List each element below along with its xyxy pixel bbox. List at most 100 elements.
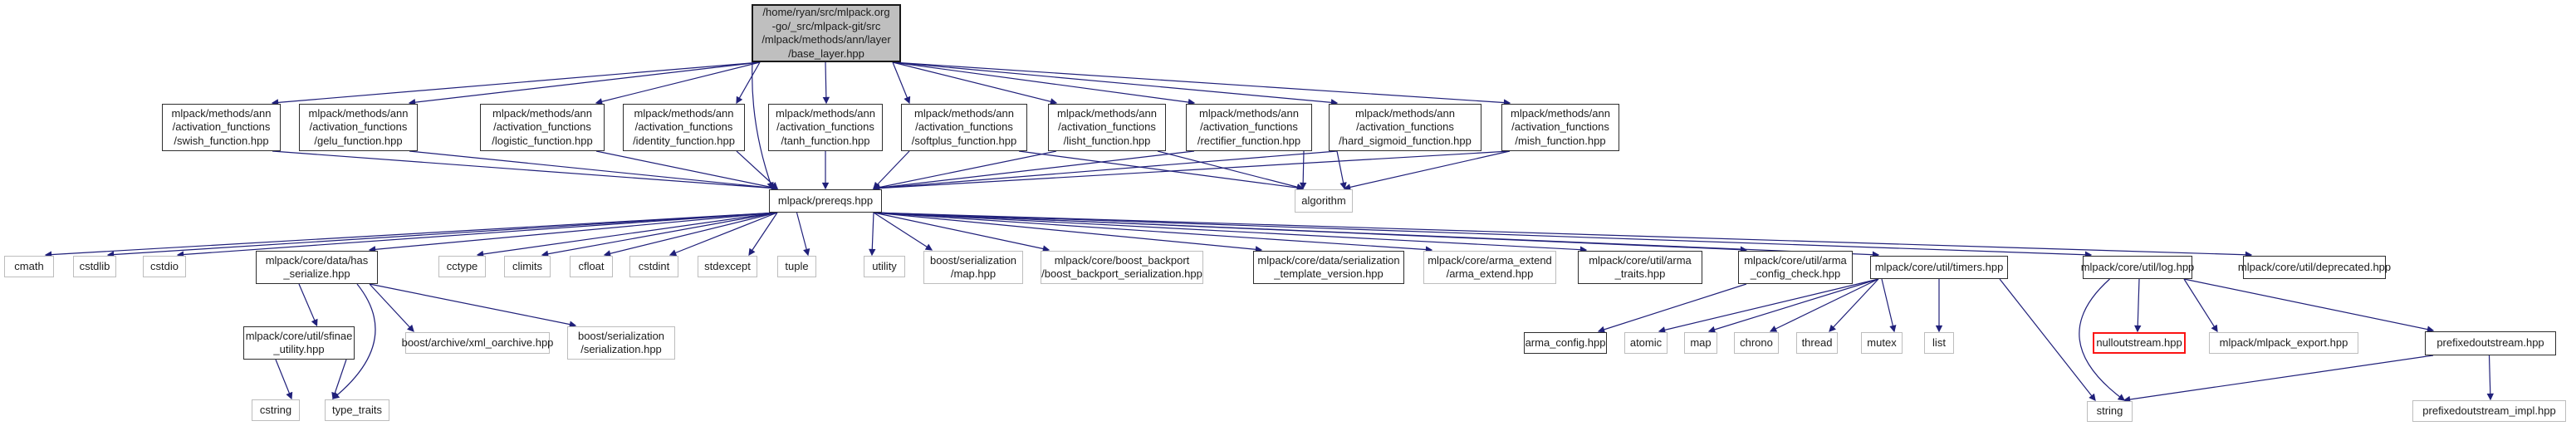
edge-prereqs-to-cstdint (668, 212, 778, 257)
edge-hard-sigmoid-to-prereqs (872, 150, 1338, 192)
graph-node-mutex: mutex (1861, 332, 1903, 354)
graph-node-prereqs[interactable]: mlpack/prereqs.hpp (769, 189, 882, 213)
graph-node-rectifier[interactable]: mlpack/methods/ann /activation_functions… (1186, 104, 1312, 151)
graph-node-swish[interactable]: mlpack/methods/ann /activation_functions… (162, 104, 281, 151)
edge-timers-to-thread (1829, 278, 1879, 332)
graph-node-tanh[interactable]: mlpack/methods/ann /activation_functions… (768, 104, 883, 151)
edge-prereqs-to-cfloat (603, 212, 778, 257)
graph-node-lisht[interactable]: mlpack/methods/ann /activation_functions… (1048, 104, 1166, 151)
edge-sfinae-to-cstring (275, 359, 293, 400)
graph-node-utility: utility (864, 256, 905, 277)
graph-node-cstdlib: cstdlib (73, 256, 116, 277)
graph-node-atomic: atomic (1624, 332, 1668, 354)
edge-prereqs-to-cstdio (176, 212, 778, 258)
edge-timers-to-chrono (1769, 278, 1879, 332)
graph-node-map: map (1684, 332, 1717, 354)
edge-logistic-to-prereqs (595, 150, 779, 191)
graph-node-arma-config-check[interactable]: mlpack/core/util/arma _config_check.hpp (1738, 251, 1853, 284)
edge-base-layer-to-rectifier (892, 61, 1196, 106)
graph-node-gelu[interactable]: mlpack/methods/ann /activation_functions… (299, 104, 418, 151)
edge-lisht-to-prereqs (872, 150, 1057, 191)
edge-timers-to-mutex (1881, 278, 1897, 333)
graph-node-cstdio: cstdio (143, 256, 186, 277)
edge-base-layer-to-tanh (822, 61, 830, 105)
graph-node-boost-serialization: boost/serialization /serialization.hpp (567, 326, 675, 360)
edge-base-layer-to-identity (736, 61, 761, 105)
edge-hard-sigmoid-to-algorithm (1336, 150, 1347, 190)
edge-lisht-to-algorithm (1157, 150, 1305, 191)
edge-prereqs-to-tuple (796, 212, 811, 257)
edge-base-layer-to-lisht (892, 61, 1058, 105)
graph-node-mish[interactable]: mlpack/methods/ann /activation_functions… (1501, 104, 1619, 151)
edge-rectifier-to-prereqs (872, 150, 1195, 192)
edge-prereqs-to-has-serialize (368, 212, 778, 253)
graph-node-identity[interactable]: mlpack/methods/ann /activation_functions… (623, 104, 745, 151)
edge-softplus-to-prereqs (873, 150, 910, 189)
edge-sfinae-to-type-traits (331, 359, 347, 400)
graph-node-arma-extend: mlpack/core/arma_extend /arma_extend.hpp (1423, 251, 1556, 284)
edge-log-to-mlpack-export (2183, 278, 2218, 333)
edge-timers-to-map (1707, 278, 1879, 333)
edge-has-serialize-to-xml-oarchive (369, 283, 414, 332)
graph-node-nulloutstream[interactable]: nulloutstream.hpp (2093, 332, 2186, 354)
edge-prereqs-to-arma-traits (873, 212, 1588, 253)
edge-log-to-prefixedoutstream (2183, 278, 2435, 333)
graph-node-deprecated[interactable]: mlpack/core/util/deprecated.hpp (2238, 256, 2391, 279)
graph-node-stdexcept: stdexcept (698, 256, 757, 277)
graph-node-mlpack-export: mlpack/mlpack_export.hpp (2209, 332, 2358, 354)
edge-prereqs-to-boost-map (873, 212, 933, 251)
graph-node-prefixedoutstream[interactable]: prefixedoutstream.hpp (2425, 331, 2556, 355)
edge-base-layer-to-logistic (595, 61, 761, 105)
graph-node-type-traits: type_traits (325, 399, 389, 421)
edge-mish-to-prereqs (872, 150, 1511, 192)
graph-node-string: string (2087, 401, 2133, 422)
graph-node-arma-traits[interactable]: mlpack/core/util/arma _traits.hpp (1578, 251, 1702, 284)
graph-node-algorithm: algorithm (1295, 189, 1353, 213)
edge-timers-to-string (1999, 278, 2096, 401)
edge-prereqs-to-arma-extend (873, 212, 1433, 253)
edge-prereqs-to-log (873, 212, 2093, 258)
graph-node-list: list (1924, 332, 1954, 354)
edge-swish-to-prereqs (272, 150, 779, 192)
graph-node-boost-map: boost/serialization /map.hpp (923, 251, 1023, 284)
edge-prereqs-to-deprecated (873, 212, 2253, 258)
edge-has-serialize-to-sfinae (298, 283, 318, 327)
graph-node-cctype: cctype (438, 256, 486, 277)
graph-node-cstdint: cstdint (629, 256, 678, 277)
graph-node-xml-oarchive: boost/archive/xml_oarchive.hpp (402, 332, 553, 354)
edge-has-serialize-to-boost-serialization (369, 283, 577, 328)
edge-mish-to-algorithm (1343, 150, 1511, 191)
graph-node-has-serialize[interactable]: mlpack/core/data/has _serialize.hpp (256, 251, 378, 284)
graph-node-boost-backport: mlpack/core/boost_backport /boost_backpo… (1041, 251, 1203, 284)
edge-prereqs-to-arma-config-check (873, 212, 1748, 253)
edge-rectifier-to-algorithm (1299, 150, 1307, 190)
graph-node-hard-sigmoid[interactable]: mlpack/methods/ann /activation_functions… (1329, 104, 1481, 151)
edge-base-layer-to-hard-sigmoid (892, 61, 1339, 106)
edge-prereqs-to-utility (869, 212, 876, 257)
graph-node-cfloat: cfloat (570, 256, 613, 277)
edge-arma-config-check-to-arma-config (1597, 283, 1747, 333)
graph-node-timers[interactable]: mlpack/core/util/timers.hpp (1870, 256, 2008, 279)
graph-node-cstring: cstring (252, 399, 300, 421)
graph-node-climits: climits (504, 256, 551, 277)
edge-prereqs-to-serialization-template-version (873, 212, 1263, 253)
edge-prereqs-to-cstdlib (106, 212, 778, 258)
graph-node-serialization-template-version[interactable]: mlpack/core/data/serialization _template… (1253, 251, 1404, 284)
graph-node-sfinae[interactable]: mlpack/core/util/sfinae _utility.hpp (243, 326, 355, 360)
graph-node-arma-config[interactable]: arma_config.hpp (1524, 332, 1607, 354)
graph-node-tuple: tuple (777, 256, 816, 277)
graph-node-chrono: chrono (1734, 332, 1779, 354)
graph-node-log[interactable]: mlpack/core/util/log.hpp (2081, 256, 2194, 279)
graph-node-prefixedoutstream-impl: prefixedoutstream_impl.hpp (2412, 400, 2566, 422)
graph-node-softplus[interactable]: mlpack/methods/ann /activation_functions… (901, 104, 1027, 151)
edge-gelu-to-prereqs (409, 150, 779, 192)
edge-identity-to-prereqs (736, 150, 778, 189)
edge-prefixedoutstream-to-string (2123, 355, 2434, 404)
edge-prereqs-to-timers (873, 212, 1880, 258)
graph-node-cmath: cmath (4, 256, 54, 277)
edge-prereqs-to-cctype (476, 212, 778, 258)
graph-node-logistic[interactable]: mlpack/methods/ann /activation_functions… (480, 104, 605, 151)
edge-prereqs-to-boost-backport (873, 212, 1050, 252)
